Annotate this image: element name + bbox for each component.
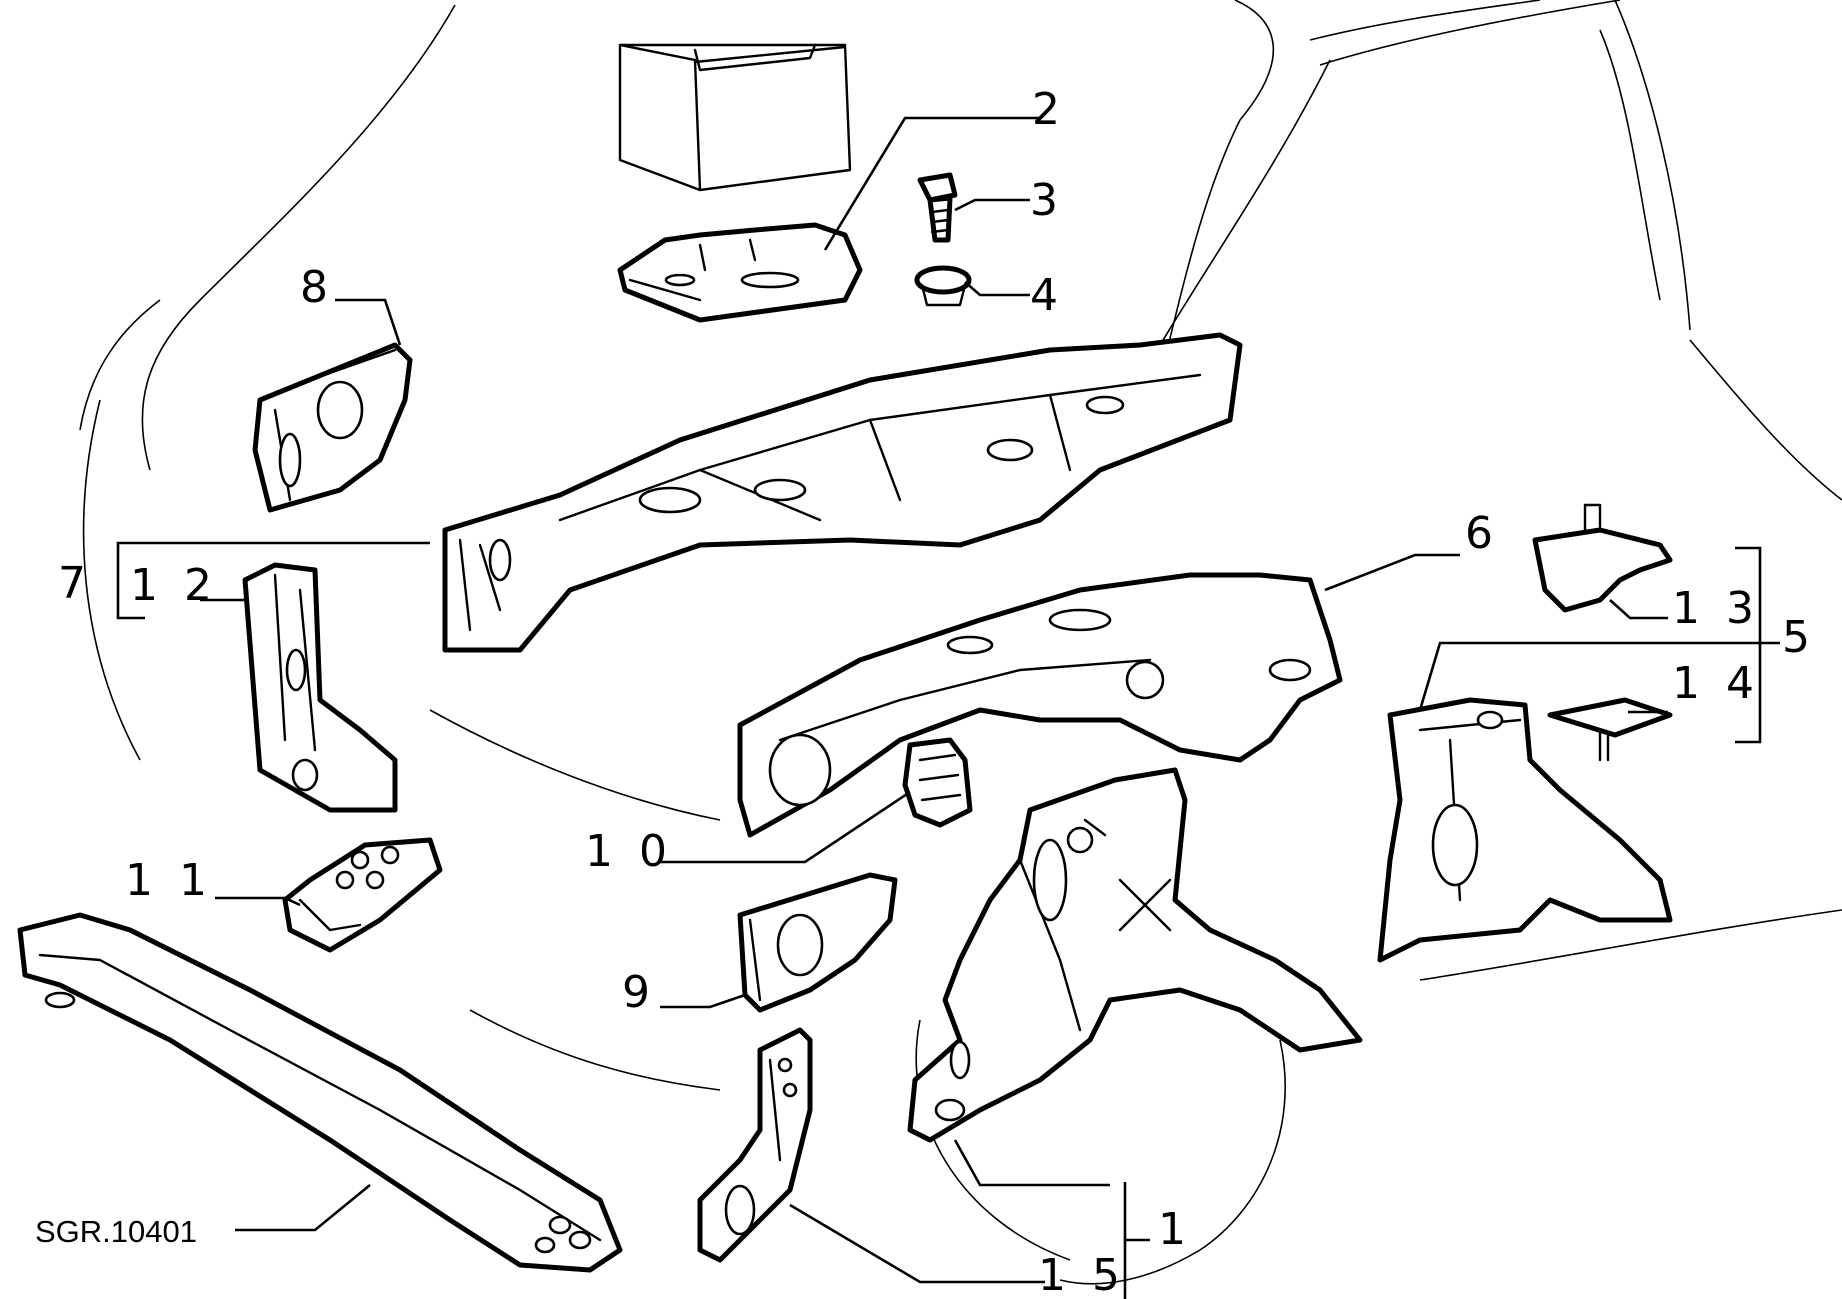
front-cross-member [17,912,623,1273]
callout-9: 9 [622,967,656,1018]
callout-15: 1 5 [1038,1250,1126,1299]
callout-labels: 1 2 3 4 5 6 7 8 9 1 0 1 1 1 2 1 3 1 4 1 … [35,84,1816,1299]
callout-4: 4 [1030,270,1064,321]
part-10-rubber-block [902,737,973,828]
callout-5: 5 [1782,612,1816,663]
callout-8: 8 [300,262,334,313]
part-13-clip [1532,503,1673,613]
callout-1: 1 [1158,1204,1192,1255]
callout-11: 1 1 [125,855,213,906]
part-3-bolt [917,172,958,243]
part-7-side-rail [442,332,1243,653]
part-14-plate [1547,697,1673,762]
callout-13: 1 3 [1672,583,1760,634]
callout-10: 1 0 [585,826,673,877]
callout-3: 3 [1030,175,1064,226]
battery-outline [618,43,852,192]
part-1-wheel-arch-panel [907,767,1363,1143]
callout-6: 6 [1465,508,1499,559]
callout-14: 1 4 [1672,658,1760,709]
callout-2: 2 [1032,84,1066,135]
part-12-bracket [242,562,398,813]
leader-lines [116,116,1780,1299]
part-2-battery-tray [617,222,863,323]
part-15-bracket [697,1027,813,1263]
car-body-outline [79,0,1842,1285]
callout-7: 7 [58,558,92,609]
part-8-bracket [252,342,413,513]
callout-12: 1 2 [130,560,218,611]
part-4-nut [914,265,972,307]
reference-code: SGR.10401 [35,1214,197,1249]
part-11-mount [282,837,443,953]
part-6-arch-rail [737,572,1343,838]
part-5-rear-panel [1377,697,1673,963]
part-9-bracket [737,872,898,1013]
